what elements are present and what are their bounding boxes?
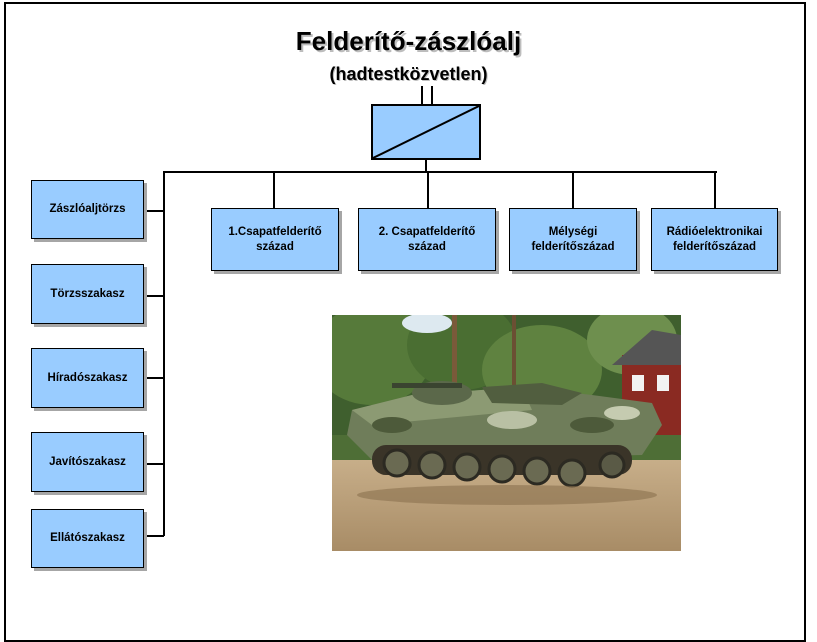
platoon-box: Zászlóaljtörzs — [31, 180, 144, 239]
connector — [273, 172, 275, 208]
company-box: Mélységi felderítőszázad — [509, 208, 637, 271]
platoon-box: Híradószakasz — [31, 348, 144, 408]
connector — [427, 172, 429, 208]
connector — [163, 171, 717, 173]
connector — [144, 463, 164, 465]
connector — [714, 172, 716, 208]
connector — [572, 172, 574, 208]
platoon-box: Ellátószakasz — [31, 509, 144, 568]
unit-symbol-icon — [371, 104, 481, 160]
armored-vehicle-photo — [332, 315, 681, 551]
diagram-subtitle: (hadtestközvetlen) — [329, 64, 488, 84]
connector — [144, 210, 164, 212]
connector — [144, 377, 164, 379]
diagram-title: Felderítő-zászlóalj — [295, 26, 522, 56]
company-box: Rádióelektronikai felderítőszázad — [651, 208, 778, 271]
connector — [144, 295, 164, 297]
connector — [144, 535, 164, 537]
company-box: 2. Csapatfelderítő század — [358, 208, 496, 271]
connector — [163, 172, 165, 536]
connector — [425, 160, 427, 172]
platoon-box: Javítószakasz — [31, 432, 144, 492]
platoon-box: Törzsszakasz — [31, 264, 144, 324]
company-box: 1.Csapatfelderítő század — [211, 208, 339, 271]
connector — [421, 86, 423, 104]
connector — [431, 86, 433, 104]
